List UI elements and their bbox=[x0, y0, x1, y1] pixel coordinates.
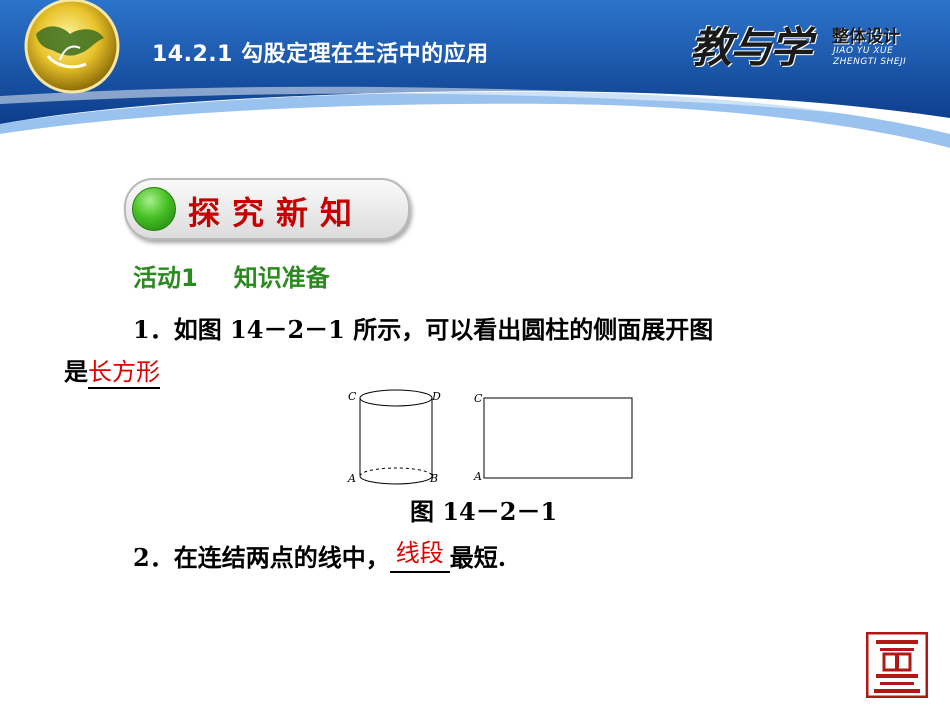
question-2-answer: 线段 bbox=[395, 539, 444, 567]
question-1-answer: 长方形 bbox=[88, 352, 160, 389]
section-title-pill: 探究新知 bbox=[124, 178, 410, 240]
page-title: 14.2.1 勾股定理在生活中的应用 bbox=[152, 42, 489, 67]
activity-heading: 活动1 知识准备 bbox=[133, 258, 330, 293]
figure-caption: 图 14－2－1 bbox=[410, 497, 558, 526]
question-1-prefix: 是 bbox=[64, 357, 88, 386]
brand-pinyin: JIAO YU XUE ZHENGTI SHEJI bbox=[833, 46, 906, 68]
header-background bbox=[0, 0, 950, 148]
brand-pinyin-line1: JIAO YU XUE bbox=[833, 46, 894, 56]
question-2-blank: 线段 bbox=[389, 539, 450, 573]
rect-label-c: C bbox=[474, 392, 483, 405]
activity-topic: 知识准备 bbox=[233, 264, 330, 292]
unrolled-rectangle bbox=[483, 397, 633, 479]
brand-logo: 教与学 整体设计 JIAO YU XUE ZHENGTI SHEJI bbox=[690, 14, 945, 74]
figure-14-2-1: C D A B C A bbox=[340, 382, 640, 496]
logo-globe-icon bbox=[24, 0, 120, 94]
green-ball-icon bbox=[132, 187, 176, 231]
brand-main-text: 教与学 bbox=[690, 23, 812, 72]
question-2-suffix: 最短. bbox=[449, 543, 507, 572]
question-1-line1: 1．如图 14－2－1 所示，可以看出圆柱的侧面展开图 bbox=[133, 315, 714, 344]
brand-side-text: 整体设计 bbox=[832, 27, 900, 47]
header-banner: 14.2.1 勾股定理在生活中的应用 教与学 整体设计 JIAO YU XUE … bbox=[0, 0, 950, 160]
question-1-line2: 是长方形 bbox=[64, 352, 160, 389]
rect-label-a: A bbox=[473, 470, 482, 483]
question-2-prefix: 2．在连结两点的线中， bbox=[133, 543, 390, 572]
brand-pinyin-line2: ZHENGTI SHEJI bbox=[833, 57, 907, 67]
cylinder-and-rectangle-diagram: C D A B C A bbox=[347, 389, 633, 485]
section-title: 探究新知 bbox=[188, 194, 365, 232]
activity-label: 活动1 bbox=[133, 264, 198, 292]
cylinder-label-b: B bbox=[429, 472, 438, 485]
cylinder-label-c: C bbox=[348, 390, 357, 403]
seal-stamp-icon bbox=[866, 632, 928, 698]
cylinder-label-a: A bbox=[347, 472, 356, 485]
question-2: 2．在连结两点的线中，线段最短. bbox=[133, 538, 506, 573]
cylinder-shape bbox=[359, 389, 433, 485]
cylinder-label-d: D bbox=[431, 390, 441, 403]
